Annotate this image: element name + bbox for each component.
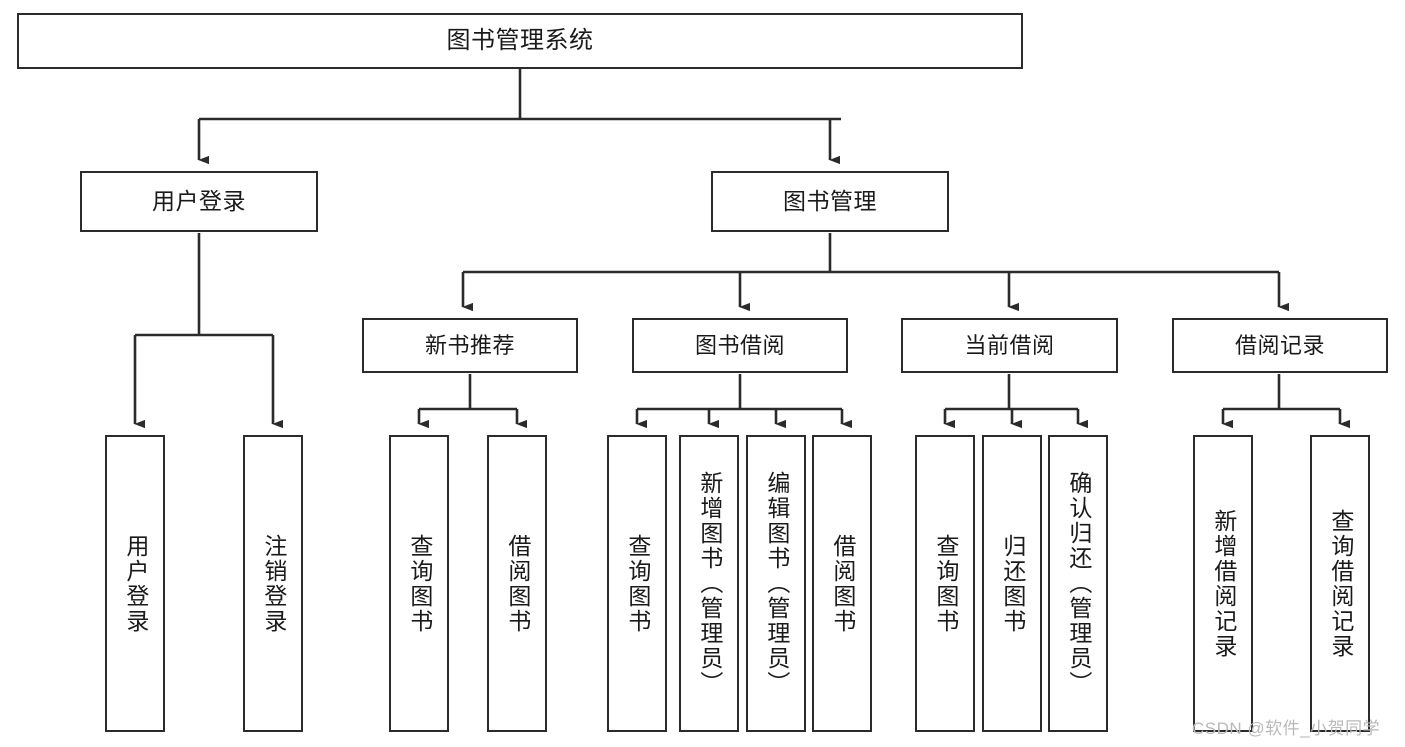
csdn-watermark: CSDN @软件_小贺同学 xyxy=(1192,719,1381,738)
node-current-borrow[interactable]: 当前借阅 xyxy=(901,318,1118,373)
node-add-borrow-record[interactable]: 新增借阅记录 xyxy=(1193,435,1253,732)
node-borrow-record[interactable]: 借阅记录 xyxy=(1172,318,1388,373)
node-label-query-book-rec: 查询图书 xyxy=(406,533,433,634)
node-label-borrow-book-rec: 借阅图书 xyxy=(504,533,531,634)
node-label-book-borrow: 图书借阅 xyxy=(694,332,785,358)
node-label-user-login: 用户登录 xyxy=(152,188,246,215)
node-label-add-book-admin: 新增图书（管理员） xyxy=(696,471,723,696)
node-label-query-borrow-record: 查询借阅记录 xyxy=(1327,508,1354,659)
node-label-edit-book-admin: 编辑图书（管理员） xyxy=(763,471,790,696)
node-label-return-book: 归还图书 xyxy=(999,533,1026,634)
node-query-book-current[interactable]: 查询图书 xyxy=(915,435,975,732)
node-borrow-book-rec[interactable]: 借阅图书 xyxy=(487,435,547,732)
edges-book-manage xyxy=(461,233,1290,312)
node-book-manage[interactable]: 图书管理 xyxy=(711,171,949,232)
node-label-borrow-record: 借阅记录 xyxy=(1234,332,1325,358)
node-label-borrow-book: 借阅图书 xyxy=(829,533,856,634)
node-borrow-book[interactable]: 借阅图书 xyxy=(812,435,872,732)
node-label-root: 图书管理系统 xyxy=(446,27,594,55)
node-edit-book-admin[interactable]: 编辑图书（管理员） xyxy=(746,435,806,732)
node-user-login[interactable]: 用户登录 xyxy=(80,171,318,232)
node-label-query-book-borrow: 查询图书 xyxy=(624,533,651,634)
node-label-current-borrow: 当前借阅 xyxy=(964,332,1055,358)
node-label-new-book-recommend: 新书推荐 xyxy=(424,332,515,358)
node-label-confirm-return-admin: 确认归还（管理员） xyxy=(1065,471,1092,696)
node-label-book-manage: 图书管理 xyxy=(783,188,877,215)
edges-user-login xyxy=(133,233,284,429)
edges-current-borrow xyxy=(943,374,1089,429)
node-label-logout-action: 注销登录 xyxy=(260,533,287,634)
node-label-user-login-action: 用户登录 xyxy=(122,533,149,634)
node-label-query-book-current: 查询图书 xyxy=(932,533,959,634)
node-confirm-return-admin[interactable]: 确认归还（管理员） xyxy=(1048,435,1108,732)
node-book-borrow[interactable]: 图书借阅 xyxy=(632,318,848,373)
node-label-add-borrow-record: 新增借阅记录 xyxy=(1210,508,1237,659)
edges-new-book-recommend xyxy=(417,374,528,429)
node-return-book[interactable]: 归还图书 xyxy=(982,435,1042,732)
edges-book-borrow xyxy=(635,374,853,429)
node-root-system[interactable]: 图书管理系统 xyxy=(17,13,1023,69)
node-add-book-admin[interactable]: 新增图书（管理员） xyxy=(679,435,739,732)
node-logout-action[interactable]: 注销登录 xyxy=(243,435,303,732)
edges-borrow-record xyxy=(1221,374,1351,429)
node-user-login-action[interactable]: 用户登录 xyxy=(105,435,165,732)
edges-root xyxy=(197,69,841,165)
node-query-borrow-record[interactable]: 查询借阅记录 xyxy=(1310,435,1370,732)
node-query-book-rec[interactable]: 查询图书 xyxy=(389,435,449,732)
node-query-book-borrow[interactable]: 查询图书 xyxy=(607,435,667,732)
node-new-book-recommend[interactable]: 新书推荐 xyxy=(362,318,578,373)
